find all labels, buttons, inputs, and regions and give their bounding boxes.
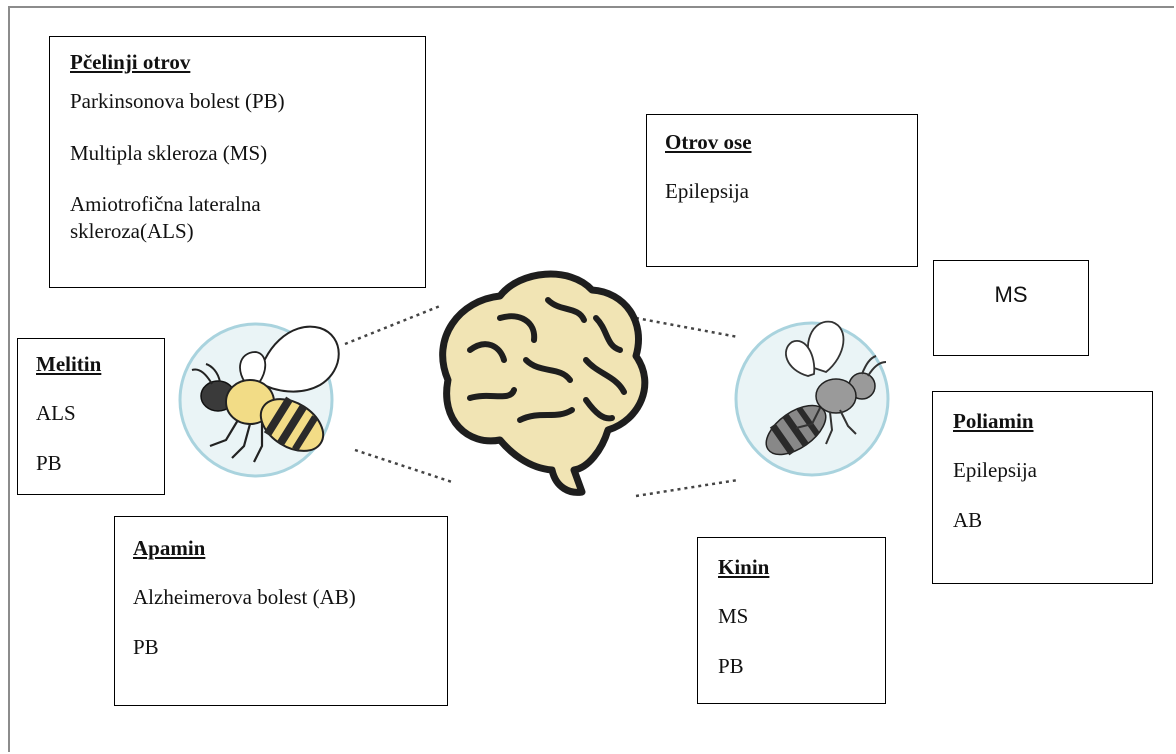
bee-wing-large [256, 325, 340, 393]
melitin-item: ALS [36, 401, 76, 426]
bee-venom-box: Pčelinji otrov Parkinsonova bolest (PB) … [49, 36, 426, 288]
kinin-box: Kinin MS PB [697, 537, 886, 704]
wasp-venom-item: Epilepsija [665, 179, 749, 204]
apamin-title: Apamin [133, 536, 206, 560]
apamin-item: PB [133, 634, 159, 659]
bee-venom-item: Multipla skleroza (MS) [70, 140, 268, 165]
connector-lines [344, 304, 739, 498]
ms-box: MS [933, 260, 1089, 356]
apamin-item: Alzheimerova bolest (AB) [133, 585, 356, 610]
bee-wing-small [239, 351, 267, 387]
brain-icon [439, 270, 649, 496]
connector-bee-bottom [354, 448, 453, 484]
poliamin-item: AB [953, 507, 983, 532]
ms-box-text: MS [994, 282, 1028, 307]
poliamin-box: Poliamin Epilepsija AB [932, 391, 1153, 584]
connector-wasp-top [635, 316, 739, 339]
kinin-title: Kinin [718, 555, 770, 579]
connector-wasp-bottom [635, 478, 739, 498]
melitin-box: Melitin ALS PB [17, 338, 165, 495]
wasp-venom-title: Otrov ose [665, 130, 752, 154]
wasp-wing-back [785, 340, 816, 377]
melitin-item: PB [36, 450, 62, 475]
wasp-thorax [815, 378, 857, 414]
connector-bee-top [344, 304, 441, 346]
bee-venom-title: Pčelinji otrov [70, 50, 191, 74]
melitin-title: Melitin [36, 352, 102, 376]
wasp-venom-box: Otrov ose Epilepsija [646, 114, 918, 267]
bee-venom-item: Amiotrofična lateralna skleroza(ALS) [70, 191, 261, 244]
kinin-item: PB [718, 653, 744, 678]
poliamin-title: Poliamin [953, 409, 1034, 433]
bee-icon [178, 322, 340, 478]
bee-venom-item: Parkinsonova bolest (PB) [70, 89, 285, 114]
wasp-icon [734, 320, 890, 477]
apamin-box: Apamin Alzheimerova bolest (AB) PB [114, 516, 448, 706]
poliamin-item: Epilepsija [953, 458, 1037, 483]
kinin-item: MS [718, 604, 749, 629]
